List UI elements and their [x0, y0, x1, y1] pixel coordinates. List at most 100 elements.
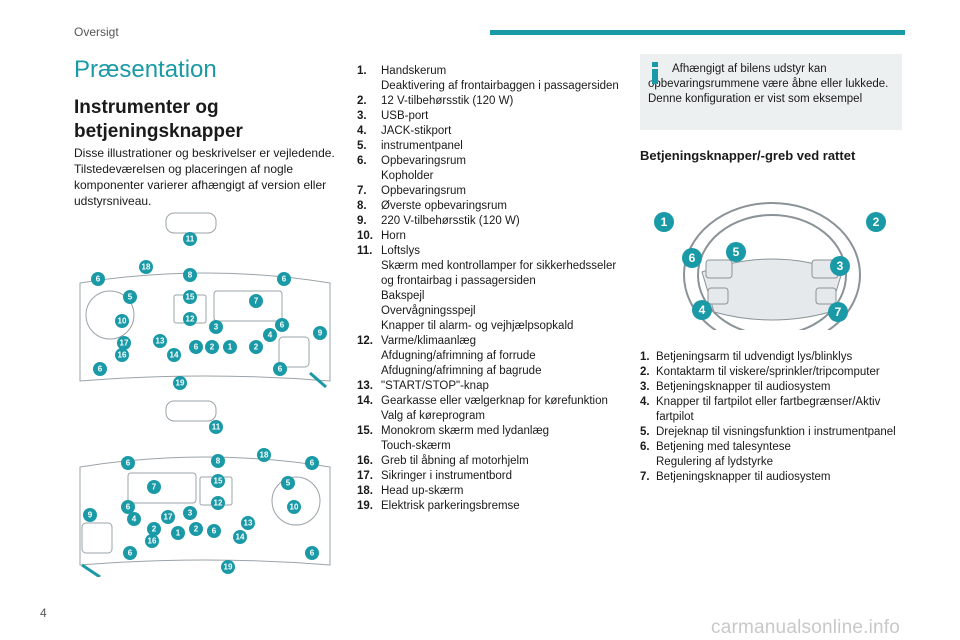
wheel-legend-number: 1. [640, 351, 650, 363]
intro-paragraph: Disse illustrationer og beskrivelser er … [74, 146, 335, 208]
legend-number: 18. [357, 485, 373, 497]
legend-line: Afdugning/afrimning af forrude [381, 350, 536, 362]
callout-marker [127, 512, 141, 526]
callout-marker [273, 362, 287, 376]
callout-marker [830, 256, 850, 276]
callout-label: 3 [837, 259, 844, 273]
callout-marker [117, 336, 131, 350]
legend-item: 19.Elektrisk parkeringsbremse [357, 499, 619, 514]
steering-wheel-bottom [271, 476, 321, 526]
legend-line: JACK-stikport [381, 125, 452, 137]
legend-line: Loftslys [381, 245, 420, 257]
wheel-legend-item: 3.Betjeningsknapper til audiosystem [640, 380, 902, 395]
wheel-legend-line: Betjeningsknapper til audiosystem [656, 471, 831, 483]
callout-label: 18 [260, 451, 269, 460]
legend-line: "START/STOP"-knap [381, 380, 489, 392]
callout-marker [183, 268, 197, 282]
legend-description: Øverste opbevaringsrum [381, 199, 619, 214]
callout-marker [233, 530, 247, 544]
callout-label: 8 [216, 457, 221, 466]
callout-marker [305, 456, 319, 470]
wheel-legend-description: Betjeningsarm til udvendigt lys/blinklys [656, 350, 852, 365]
legend-description: Sikringer i instrumentbord [381, 469, 619, 484]
legend-number: 6. [357, 155, 367, 167]
callout-label: 2 [194, 525, 199, 534]
legend-item: 16. Greb til åbning af motorhjelm [357, 454, 619, 469]
mirror-shape [165, 212, 217, 234]
callout-marker [139, 260, 153, 274]
section-title: Præsentation [74, 56, 217, 83]
callout-marker [207, 524, 221, 538]
legend-description: instrumentpanel [381, 139, 619, 154]
callout-marker [183, 312, 197, 326]
legend-item: 9.220 V-tilbehørsstik (120 W) [357, 214, 619, 229]
header-accent-bar [490, 30, 905, 35]
callout-marker [281, 476, 295, 490]
callout-marker [115, 348, 129, 362]
wheel-legend-line: Betjening med talesyntese [656, 441, 791, 453]
legend-number: 11. [357, 245, 373, 257]
callout-marker [153, 334, 167, 348]
callout-label: 6 [310, 459, 315, 468]
legend-number: 2. [357, 95, 367, 107]
callout-label: 6 [278, 365, 283, 374]
callout-marker [263, 328, 277, 342]
dashboard-outline-bottom [79, 456, 331, 566]
legend-line: Greb til åbning af motorhjelm [381, 455, 529, 467]
callout-label: 12 [186, 315, 195, 324]
legend-line: Skærm med kontrollamper for sikkerhedsse… [381, 260, 617, 287]
callout-label: 10 [290, 503, 299, 512]
callout-label: 5 [733, 245, 740, 259]
callout-marker [183, 506, 197, 520]
legend-line: Opbevaringsrum [381, 185, 467, 197]
callout-label: 12 [214, 499, 223, 508]
callout-label: 6 [689, 251, 696, 265]
legend-line: Gearkasse eller vælgerknap for kørefunkt… [381, 395, 608, 407]
callout-marker [866, 212, 886, 232]
legend-description: 12 V-tilbehørsstik (120 W) [381, 94, 619, 109]
legend-description: Gearkasse eller vælgerknap for kørefunkt… [381, 394, 619, 424]
callout-label: 14 [170, 351, 179, 360]
display-shape [213, 290, 283, 322]
wheel-legend-number: 7. [640, 471, 650, 483]
wheel-legend-description: Betjeningsknapper til audiosystem [656, 380, 831, 395]
wheel-legend-line: Knapper til fartpilot eller fartbegrænse… [656, 396, 881, 423]
callout-marker [147, 522, 161, 536]
callout-label: 3 [214, 323, 219, 332]
legend-item: 3.USB-port [357, 109, 619, 124]
callout-label: 16 [118, 351, 127, 360]
legend-item: 18.Head up-skærm [357, 484, 619, 499]
legend-line: Sikringer i instrumentbord [381, 470, 513, 482]
legend-line: Kopholder [381, 170, 434, 182]
callout-label: 6 [212, 527, 217, 536]
legend-line: Øverste opbevaringsrum [381, 200, 507, 212]
legend-line: Touch-skærm [381, 440, 451, 452]
callout-label: 13 [244, 519, 253, 528]
info-box: Afhængigt af bilens udstyr kan opbevarin… [640, 54, 902, 130]
callout-label: 6 [126, 459, 131, 468]
callout-label: 6 [194, 343, 199, 352]
callout-marker [121, 500, 135, 514]
callout-marker [189, 522, 203, 536]
wheel-legend-item: 1. Betjeningsarm til udvendigt lys/blinkl… [640, 350, 902, 365]
callout-label: 2 [152, 525, 157, 534]
legend-number: 8. [357, 200, 367, 212]
callout-marker [161, 510, 175, 524]
legend-number: 16. [357, 455, 373, 467]
legend-line: Deaktivering af frontairbaggen i passage… [381, 80, 619, 92]
legend-line: Elektrisk parkeringsbremse [381, 500, 520, 512]
callout-label: 6 [98, 365, 103, 374]
callout-label: 6 [310, 549, 315, 558]
callout-label: 6 [126, 503, 131, 512]
legend-number: 10. [357, 230, 373, 242]
wheel-legend-item: 2.Kontaktarm til viskere/sprinkler/tripc… [640, 365, 902, 380]
legend-item: 8. Øverste opbevaringsrum [357, 199, 619, 214]
callout-marker [205, 340, 219, 354]
